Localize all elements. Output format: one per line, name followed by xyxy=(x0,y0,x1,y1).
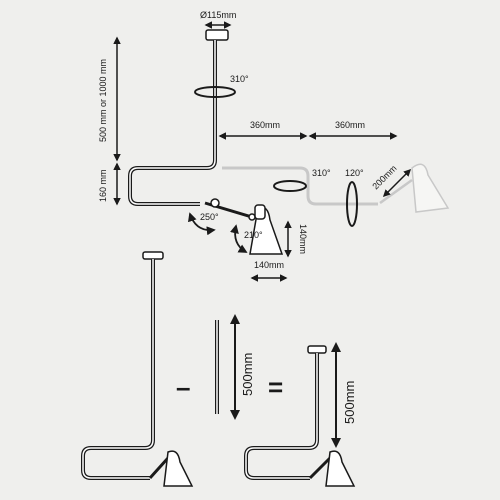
tilt-arrow xyxy=(346,181,358,227)
ceiling-plate xyxy=(205,29,229,41)
equals-sign: = xyxy=(268,372,283,402)
rotation-elbow-label: 310° xyxy=(312,168,331,178)
arm-length-arrow xyxy=(382,168,412,198)
height-elbow-label: 160 mm xyxy=(98,169,108,202)
rotation-arrow-stem xyxy=(194,86,236,98)
rotation-arrow-arm xyxy=(188,212,216,236)
rotation-arrow-shade xyxy=(230,224,248,253)
long-lamp xyxy=(81,251,194,487)
stem xyxy=(128,40,217,206)
main-lamp xyxy=(128,29,284,255)
short-lamp xyxy=(244,345,356,487)
extension-length-label: 500mm xyxy=(240,353,255,396)
rotation-shade-label: 210° xyxy=(244,230,263,240)
rotation-arrow-elbow xyxy=(273,180,307,192)
ghost-lamp xyxy=(222,163,450,213)
reach-2-label: 360mm xyxy=(335,120,365,130)
result-length-label: 500mm xyxy=(342,381,357,424)
reach-1-label: 360mm xyxy=(250,120,280,130)
diameter-label: Ø115mm xyxy=(200,10,236,20)
rotation-stem-label: 310° xyxy=(230,74,249,84)
arm-length-label: 200mm xyxy=(370,163,398,191)
tilt-label: 120° xyxy=(345,168,364,178)
height-stem-label: 500 mm or 1000 mm xyxy=(98,59,108,142)
shade-height-label: 140mm xyxy=(298,224,308,254)
shade-width-label: 140mm xyxy=(254,260,284,270)
rotation-arm-label: 250° xyxy=(200,212,219,222)
minus-sign: – xyxy=(176,372,190,402)
